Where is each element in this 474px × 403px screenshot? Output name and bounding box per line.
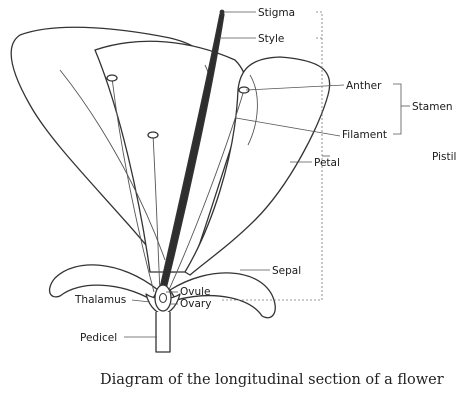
label-stigma: Stigma xyxy=(258,7,295,19)
label-ovary: Ovary xyxy=(180,298,211,310)
leader-lines xyxy=(124,11,410,338)
pedicel xyxy=(155,312,171,353)
label-ovule: Ovule xyxy=(180,286,211,298)
right-petal xyxy=(184,56,331,276)
anther xyxy=(147,131,159,139)
label-petal: Petal xyxy=(314,157,340,169)
ovule xyxy=(159,293,167,303)
anther xyxy=(106,74,118,82)
label-thalamus: Thalamus xyxy=(74,294,126,306)
label-anther: Anther xyxy=(346,80,382,92)
figure-caption: Diagram of the longitudinal section of a… xyxy=(100,372,444,388)
right-sepal xyxy=(169,272,276,319)
label-pistil: Pistil xyxy=(432,151,456,163)
filament xyxy=(111,77,155,293)
label-sepal: Sepal xyxy=(272,265,301,277)
petal-vein xyxy=(59,69,166,261)
label-filament: Filament xyxy=(342,129,387,141)
left-sepal xyxy=(48,264,159,301)
label-style: Style xyxy=(258,33,284,45)
filament xyxy=(167,89,245,293)
label-stamen: Stamen xyxy=(412,101,453,113)
petal-vein xyxy=(247,74,258,146)
filament xyxy=(152,134,161,293)
stigma xyxy=(219,9,225,15)
label-pedicel: Pedicel xyxy=(80,332,117,344)
flower-drawing xyxy=(10,9,331,353)
